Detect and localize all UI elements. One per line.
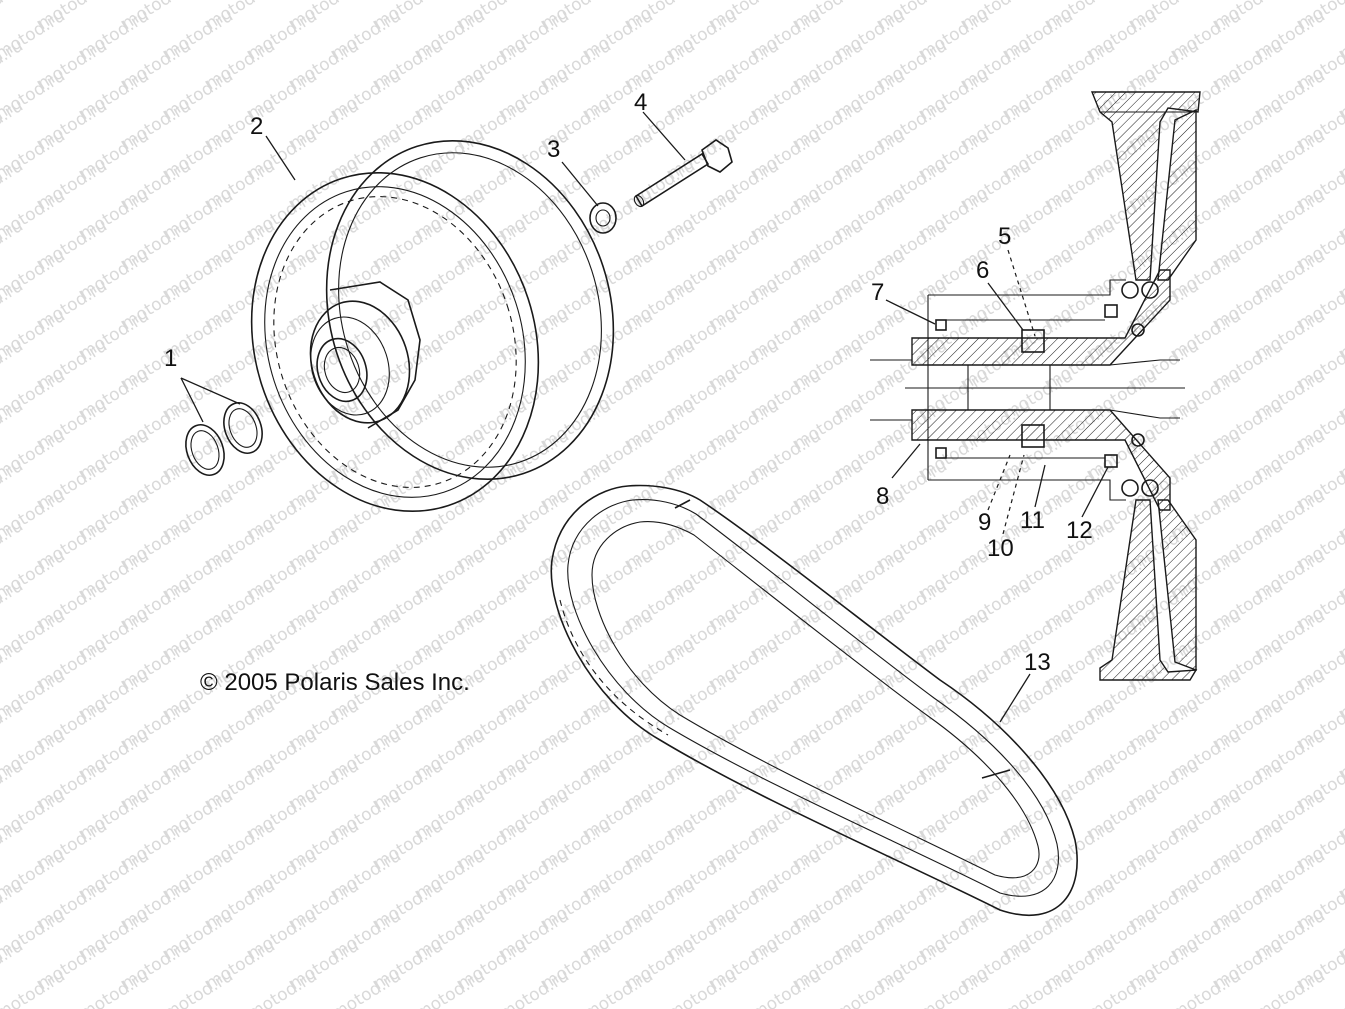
watermark-text: motod.ru — [1168, 966, 1245, 1009]
drive-belt — [550, 484, 1078, 916]
callout-1: 1 — [164, 345, 177, 372]
callout-11: 11 — [1020, 507, 1045, 534]
nut — [589, 202, 617, 234]
callout-6: 6 — [976, 257, 989, 284]
watermark-text: motod.ru — [1084, 966, 1161, 1009]
watermark-text: motod.ru — [328, 966, 405, 1009]
clutch-section-view — [870, 91, 1201, 681]
watermark-text: motod.ru — [76, 966, 153, 1009]
watermark-text: motod.ru — [496, 966, 573, 1009]
watermark-text: motod.ru — [916, 966, 993, 1009]
callout-7: 7 — [871, 279, 884, 306]
watermark-text: motod.ru — [160, 966, 237, 1009]
callout-10: 10 — [987, 535, 1014, 562]
callout-labels: 1 2 3 4 5 6 7 8 9 10 11 12 13 — [164, 89, 1093, 676]
callout-5: 5 — [998, 223, 1011, 250]
leader-lines — [180, 111, 1109, 723]
driven-clutch-sheave — [250, 139, 615, 513]
copyright-notice: © 2005 Polaris Sales Inc. — [200, 669, 470, 696]
watermark-text: motod.ru — [412, 966, 489, 1009]
callout-8: 8 — [876, 483, 889, 510]
watermark-text: motod.ru — [1000, 966, 1077, 1009]
callout-4: 4 — [634, 89, 647, 116]
watermark-text: motod.ru — [0, 966, 69, 1009]
bolt — [633, 139, 733, 208]
washer-pair — [185, 402, 263, 476]
watermark-text: motod.ru — [580, 966, 657, 1009]
watermark-text: motod.ru — [832, 966, 909, 1009]
watermark-text: motod.ru — [1252, 966, 1329, 1009]
callout-2: 2 — [250, 113, 263, 140]
callout-3: 3 — [547, 136, 560, 163]
watermark-text: motod.ru — [748, 966, 825, 1009]
callout-13: 13 — [1024, 649, 1051, 676]
callout-9: 9 — [978, 509, 991, 536]
callout-12: 12 — [1066, 517, 1093, 544]
watermark-text: motod.ru — [244, 966, 321, 1009]
watermark-text: motod.ru — [664, 966, 741, 1009]
